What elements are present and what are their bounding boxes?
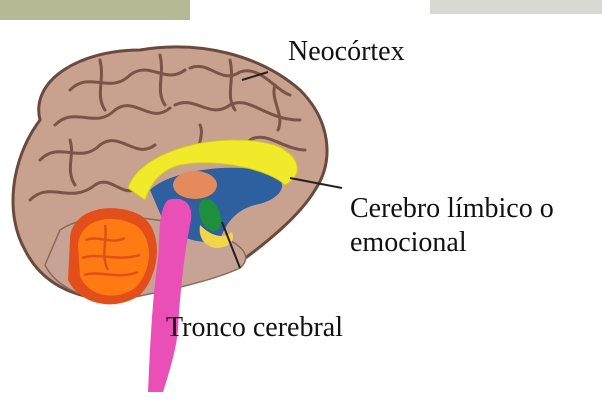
label-limbic-line2: emocional: [350, 226, 554, 260]
label-neocortex: Neocórtex: [288, 36, 405, 68]
label-brainstem: Tronco cerebral: [166, 312, 343, 344]
top-strip: [0, 0, 190, 20]
label-limbic-line1: Cerebro límbico o: [350, 192, 554, 226]
thalamus: [173, 171, 217, 199]
label-limbic: Cerebro límbico o emocional: [350, 192, 554, 260]
top-strip-right: [430, 0, 602, 14]
